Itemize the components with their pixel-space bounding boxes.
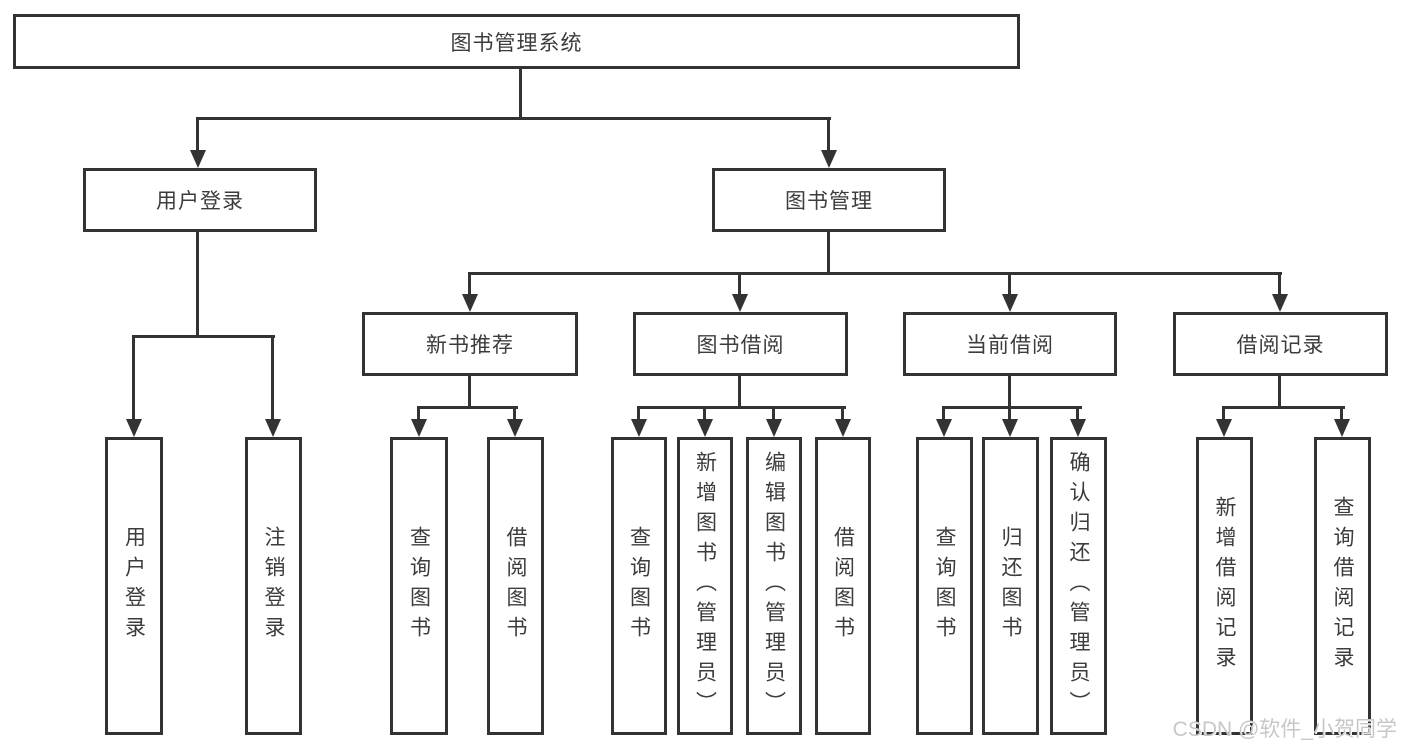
connector-stem-leaf bbox=[1076, 409, 1079, 419]
connector-stem-leaf bbox=[637, 409, 640, 419]
leaf-add-book-admin-label: 新增图书（管理员） bbox=[693, 451, 717, 721]
leaf-borrow-book-recommend: 借阅图书 bbox=[487, 437, 544, 735]
connector-stem-new-book bbox=[468, 275, 471, 296]
arrow-down-icon bbox=[1334, 419, 1350, 437]
connector-stem-leaf bbox=[1222, 409, 1225, 419]
arrow-down-icon bbox=[1272, 294, 1288, 312]
node-root: 图书管理系统 bbox=[13, 14, 1020, 69]
arrow-down-icon bbox=[936, 419, 952, 437]
arrow-down-icon bbox=[835, 419, 851, 437]
arrow-down-icon bbox=[732, 294, 748, 312]
arrow-down-icon bbox=[1216, 419, 1232, 437]
connector-stem-leaf bbox=[942, 409, 945, 419]
connector-stem-leaf bbox=[1340, 409, 1343, 419]
connector-book-management-drop bbox=[827, 232, 830, 275]
leaf-confirm-return-admin-label: 确认归还（管理员） bbox=[1067, 451, 1091, 721]
connector-stem-borrow-record bbox=[1278, 275, 1281, 296]
connector-stem-leaf bbox=[772, 409, 775, 419]
connector-current-borrow-drop bbox=[1008, 376, 1011, 409]
node-book-borrow-label: 图书借阅 bbox=[696, 334, 785, 357]
csdn-watermark: CSDN @软件_小贺同学 bbox=[1172, 718, 1397, 741]
leaf-query-book-borrow: 查询图书 bbox=[611, 437, 667, 735]
arrow-down-icon bbox=[462, 294, 478, 312]
node-new-book-recommend-label: 新书推荐 bbox=[426, 334, 514, 357]
node-current-borrow-label: 当前借阅 bbox=[966, 334, 1054, 357]
arrow-down-icon bbox=[190, 150, 206, 168]
connector-current-borrow-branch bbox=[942, 406, 1082, 409]
connector-stem-leaf bbox=[703, 409, 706, 419]
arrow-down-icon bbox=[1002, 419, 1018, 437]
node-book-borrow: 图书借阅 bbox=[633, 312, 848, 376]
arrow-down-icon bbox=[1002, 294, 1018, 312]
leaf-query-book-borrow-label: 查询图书 bbox=[627, 526, 651, 646]
connector-book-borrow-drop bbox=[738, 376, 741, 409]
leaf-user-login: 用户登录 bbox=[105, 437, 163, 735]
leaf-borrow-book-label: 借阅图书 bbox=[831, 526, 855, 646]
arrow-down-icon bbox=[411, 419, 427, 437]
connector-stem-book-borrow bbox=[738, 275, 741, 296]
arrow-down-icon bbox=[507, 419, 523, 437]
arrow-down-icon bbox=[631, 419, 647, 437]
leaf-add-borrow-record: 新增借阅记录 bbox=[1196, 437, 1253, 735]
leaf-edit-book-admin-label: 编辑图书（管理员） bbox=[762, 451, 786, 721]
leaf-borrow-book: 借阅图书 bbox=[815, 437, 871, 735]
leaf-query-borrow-record: 查询借阅记录 bbox=[1314, 437, 1371, 735]
connector-stem-leaf bbox=[513, 409, 516, 419]
arrow-down-icon bbox=[126, 419, 142, 437]
node-user-login: 用户登录 bbox=[83, 168, 317, 232]
node-book-management: 图书管理 bbox=[712, 168, 946, 232]
leaf-user-login-label: 用户登录 bbox=[122, 526, 146, 646]
leaf-borrow-book-recommend-label: 借阅图书 bbox=[504, 526, 528, 646]
connector-root-drop bbox=[519, 69, 522, 118]
leaf-return-book-label: 归还图书 bbox=[999, 526, 1023, 646]
leaf-query-book-current-label: 查询图书 bbox=[933, 526, 957, 646]
connector-stem-leaf bbox=[417, 409, 420, 419]
connector-stem-leaf bbox=[132, 338, 135, 419]
leaf-query-book-current: 查询图书 bbox=[916, 437, 973, 735]
node-user-login-label: 用户登录 bbox=[156, 190, 244, 213]
leaf-add-book-admin: 新增图书（管理员） bbox=[677, 437, 733, 735]
arrow-down-icon bbox=[821, 150, 837, 168]
connector-stem-book-management bbox=[827, 118, 830, 152]
connector-user-login-drop bbox=[196, 232, 199, 338]
connector-new-book-drop bbox=[468, 376, 471, 409]
node-new-book-recommend: 新书推荐 bbox=[362, 312, 578, 376]
arrow-down-icon bbox=[697, 419, 713, 437]
connector-stem-leaf bbox=[841, 409, 844, 419]
node-root-label: 图书管理系统 bbox=[450, 31, 583, 55]
connector-book-borrow-branch bbox=[637, 406, 846, 409]
connector-level3-branch bbox=[468, 272, 1282, 275]
leaf-logout: 注销登录 bbox=[245, 437, 302, 735]
leaf-confirm-return-admin: 确认归还（管理员） bbox=[1050, 437, 1107, 735]
connector-new-book-branch bbox=[417, 406, 518, 409]
connector-borrow-record-drop bbox=[1278, 376, 1281, 409]
leaf-edit-book-admin: 编辑图书（管理员） bbox=[746, 437, 802, 735]
leaf-query-book-recommend: 查询图书 bbox=[390, 437, 448, 735]
connector-stem-current-borrow bbox=[1008, 275, 1011, 296]
arrow-down-icon bbox=[1070, 419, 1086, 437]
node-book-management-label: 图书管理 bbox=[785, 190, 873, 213]
arrow-down-icon bbox=[265, 419, 281, 437]
leaf-query-borrow-record-label: 查询借阅记录 bbox=[1331, 496, 1355, 676]
node-borrow-record: 借阅记录 bbox=[1173, 312, 1388, 376]
connector-stem-leaf bbox=[1008, 409, 1011, 419]
leaf-return-book: 归还图书 bbox=[982, 437, 1039, 735]
leaf-query-book-recommend-label: 查询图书 bbox=[407, 526, 431, 646]
leaf-add-borrow-record-label: 新增借阅记录 bbox=[1213, 496, 1237, 676]
node-current-borrow: 当前借阅 bbox=[903, 312, 1117, 376]
connector-user-login-branch bbox=[132, 335, 275, 338]
connector-borrow-record-branch bbox=[1222, 406, 1345, 409]
connector-stem-user-login bbox=[196, 118, 199, 152]
arrow-down-icon bbox=[766, 419, 782, 437]
connector-level1-branch bbox=[196, 117, 831, 120]
connector-stem-leaf bbox=[271, 338, 274, 419]
node-borrow-record-label: 借阅记录 bbox=[1236, 334, 1325, 357]
leaf-logout-label: 注销登录 bbox=[262, 526, 286, 646]
